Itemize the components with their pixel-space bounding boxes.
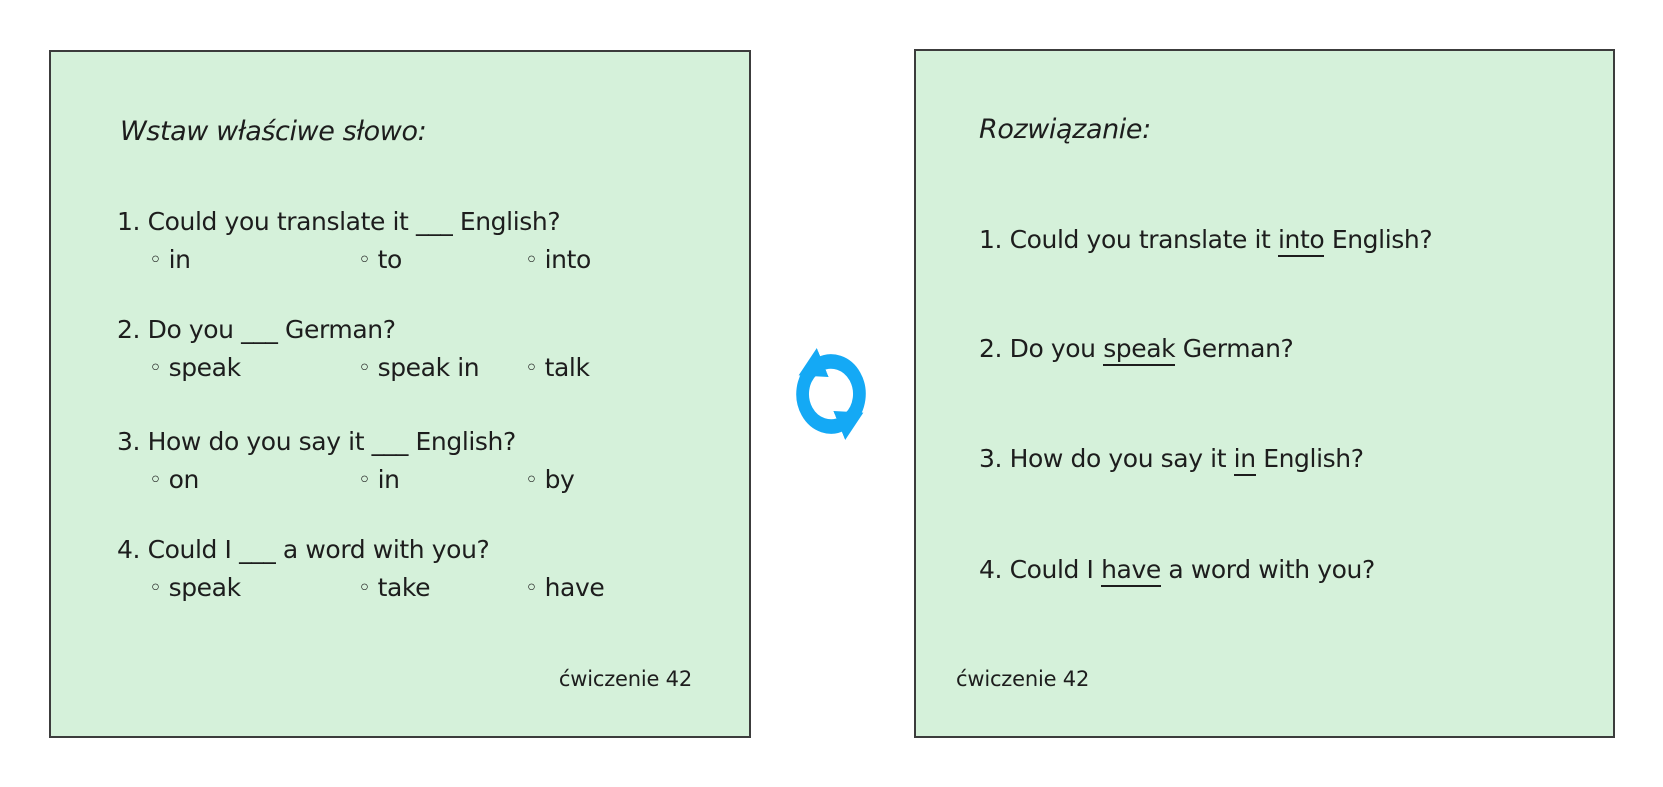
answer-text: 2. Do you speak German? [979,332,1294,366]
exercise-card: Wstaw właściwe słowo: 1. Could you trans… [49,50,751,738]
question-text: 3. How do you say it ___ English? [117,427,516,456]
option: ◦to [358,243,525,278]
option-label: in [168,245,191,274]
answer-word: have [1101,555,1161,587]
option-label: speak in [377,353,480,382]
answer-text: 4. Could I have a word with you? [979,553,1375,587]
question-text: 2. Do you ___ German? [117,315,396,344]
option-label: talk [544,353,590,382]
option-label: speak [168,353,241,382]
option: ◦on [149,463,358,498]
answer-text: 1. Could you translate it into English? [979,223,1433,257]
option: ◦have [525,571,605,606]
options-row: ◦on ◦in ◦by [149,463,575,498]
option-label: on [168,465,200,494]
refresh-icon[interactable] [782,338,880,450]
option-bullet-icon: ◦ [149,468,162,493]
option: ◦speak [149,571,358,606]
question-text: 1. Could you translate it ___ English? [117,207,561,236]
answer-suffix: English? [1324,225,1433,254]
option-label: have [544,573,605,602]
answer-suffix: German? [1175,334,1294,363]
solution-title: Rozwiązanie: [979,114,1151,145]
option-bullet-icon: ◦ [149,576,162,601]
option: ◦by [525,463,575,498]
answer-word: speak [1103,334,1176,366]
options-row: ◦speak ◦speak in ◦talk [149,351,590,386]
option-label: into [544,245,592,274]
question-text: 4. Could I ___ a word with you? [117,535,490,564]
option-label: speak [168,573,241,602]
option-bullet-icon: ◦ [358,356,371,381]
option-bullet-icon: ◦ [149,356,162,381]
solution-card: Rozwiązanie: 1. Could you translate it i… [914,49,1615,738]
answer-suffix: a word with you? [1160,555,1375,584]
option: ◦in [149,243,358,278]
option-bullet-icon: ◦ [525,468,538,493]
option-bullet-icon: ◦ [525,248,538,273]
option-label: to [377,245,403,274]
answer-prefix: 1. Could you translate it [979,225,1278,254]
option-bullet-icon: ◦ [525,356,538,381]
answer-word: into [1278,225,1325,257]
option-label: in [377,465,400,494]
answer-word: in [1233,444,1256,476]
option: ◦speak in [358,351,525,386]
answer-text: 3. How do you say it in English? [979,442,1364,476]
option: ◦into [525,243,591,278]
option-bullet-icon: ◦ [149,248,162,273]
options-row: ◦in ◦to ◦into [149,243,591,278]
option-bullet-icon: ◦ [358,248,371,273]
option-label: take [377,573,431,602]
option-bullet-icon: ◦ [525,576,538,601]
answer-suffix: English? [1255,444,1364,473]
answer-prefix: 2. Do you [979,334,1104,363]
option: ◦in [358,463,525,498]
answer-prefix: 4. Could I [979,555,1102,584]
option: ◦talk [525,351,590,386]
solution-exercise-number: ćwiczenie 42 [956,667,1090,691]
option-bullet-icon: ◦ [358,468,371,493]
exercise-number: ćwiczenie 42 [558,667,692,691]
answer-prefix: 3. How do you say it [979,444,1234,473]
option-bullet-icon: ◦ [358,576,371,601]
option: ◦take [358,571,525,606]
option-label: by [544,465,575,494]
option: ◦speak [149,351,358,386]
exercise-title: Wstaw właściwe słowo: [120,116,427,147]
options-row: ◦speak ◦take ◦have [149,571,605,606]
